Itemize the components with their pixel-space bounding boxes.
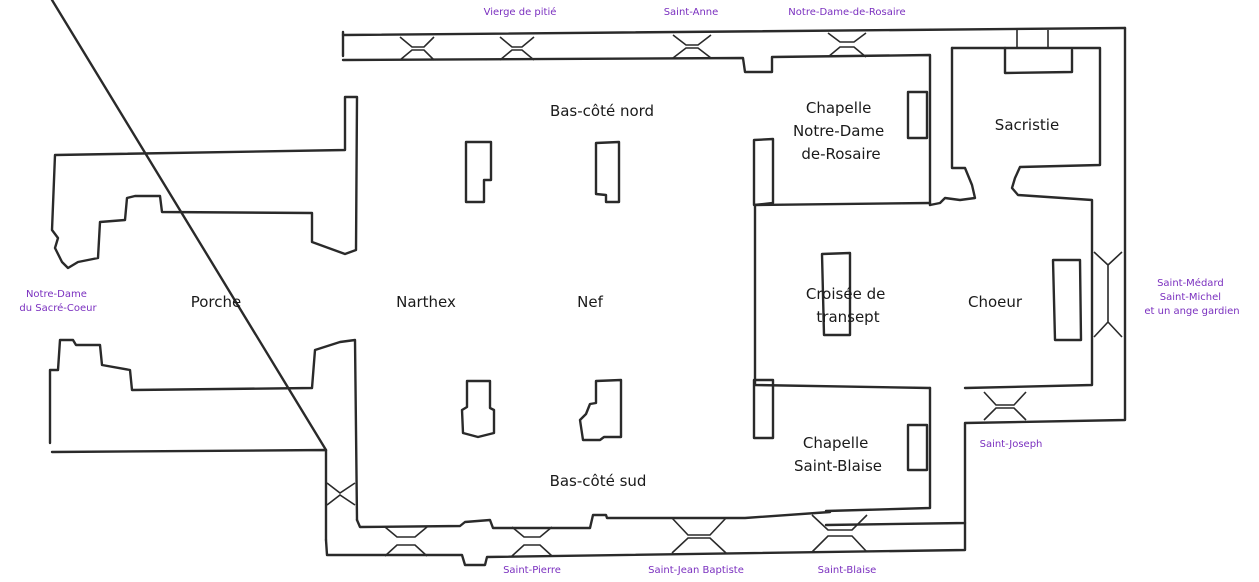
label-sacristie: Sacristie — [995, 116, 1059, 134]
label-bas-cote-sud: Bas-côté sud — [550, 472, 647, 490]
sacristy-walls — [928, 30, 1102, 390]
label-saint-pierre: Saint-Pierre — [503, 565, 561, 576]
window-labels: Vierge de pitié Saint-Anne Notre-Dame-de… — [19, 6, 1239, 576]
pillar — [464, 140, 493, 204]
north-aisle-walls — [341, 26, 1127, 527]
windows — [326, 32, 1123, 557]
label-vierge-de-pitie: Vierge de pitié — [484, 6, 557, 18]
window-saint-jean-baptiste — [671, 517, 727, 554]
window-saint-anne — [672, 34, 712, 59]
window-porch-south — [326, 482, 356, 506]
label-saint-anne: Saint-Anne — [664, 7, 719, 18]
window-saint-blaise — [811, 514, 868, 553]
label-saint-jean-baptiste: Saint-Jean Baptiste — [648, 565, 744, 576]
label-nef: Nef — [577, 293, 603, 311]
label-saint-medard-michel-ange: Saint-Médard Saint-Michel et un ange gar… — [1144, 277, 1239, 317]
window-saint-medard-michel-ange — [1093, 251, 1123, 338]
label-notre-dame-de-rosaire: Notre-Dame-de-Rosaire — [788, 7, 905, 18]
window-saint-pierre-west — [384, 526, 428, 557]
pillar — [820, 251, 852, 337]
label-choeur: Choeur — [968, 293, 1023, 311]
label-chapelle-notre-dame-de-rosaire: Chapelle Notre-Dame de-Rosaire — [793, 99, 889, 163]
wall-niche — [906, 423, 929, 472]
window-saint-pierre — [511, 526, 553, 557]
label-notre-dame-du-sacre-coeur: Notre-Dame du Sacré-Coeur — [19, 289, 97, 314]
label-saint-blaise: Saint-Blaise — [818, 565, 877, 576]
window-vierge-de-pitie — [399, 36, 435, 61]
window-saint-anne-west — [499, 36, 535, 61]
pillar — [578, 378, 623, 442]
pillars — [460, 90, 1083, 472]
pillar — [752, 378, 775, 440]
window-notre-dame-de-rosaire — [827, 32, 867, 58]
label-narthex: Narthex — [396, 293, 456, 311]
porch-walls — [48, 0, 359, 542]
label-croisee-de-transept: Croisée de transept — [806, 285, 890, 326]
room-labels: Porche Narthex Nef Bas-côté nord Bas-côt… — [191, 99, 1059, 490]
pillar — [752, 137, 775, 207]
south-aisle-walls — [324, 510, 967, 567]
label-saint-joseph: Saint-Joseph — [980, 439, 1043, 450]
window-saint-joseph — [983, 391, 1027, 421]
altar — [1051, 258, 1083, 342]
wall-niche — [906, 90, 929, 140]
pillar — [460, 379, 496, 439]
pillar — [594, 140, 621, 204]
label-bas-cote-nord: Bas-côté nord — [550, 102, 654, 120]
label-chapelle-saint-blaise: Chapelle Saint-Blaise — [794, 434, 882, 475]
label-porche: Porche — [191, 293, 242, 311]
